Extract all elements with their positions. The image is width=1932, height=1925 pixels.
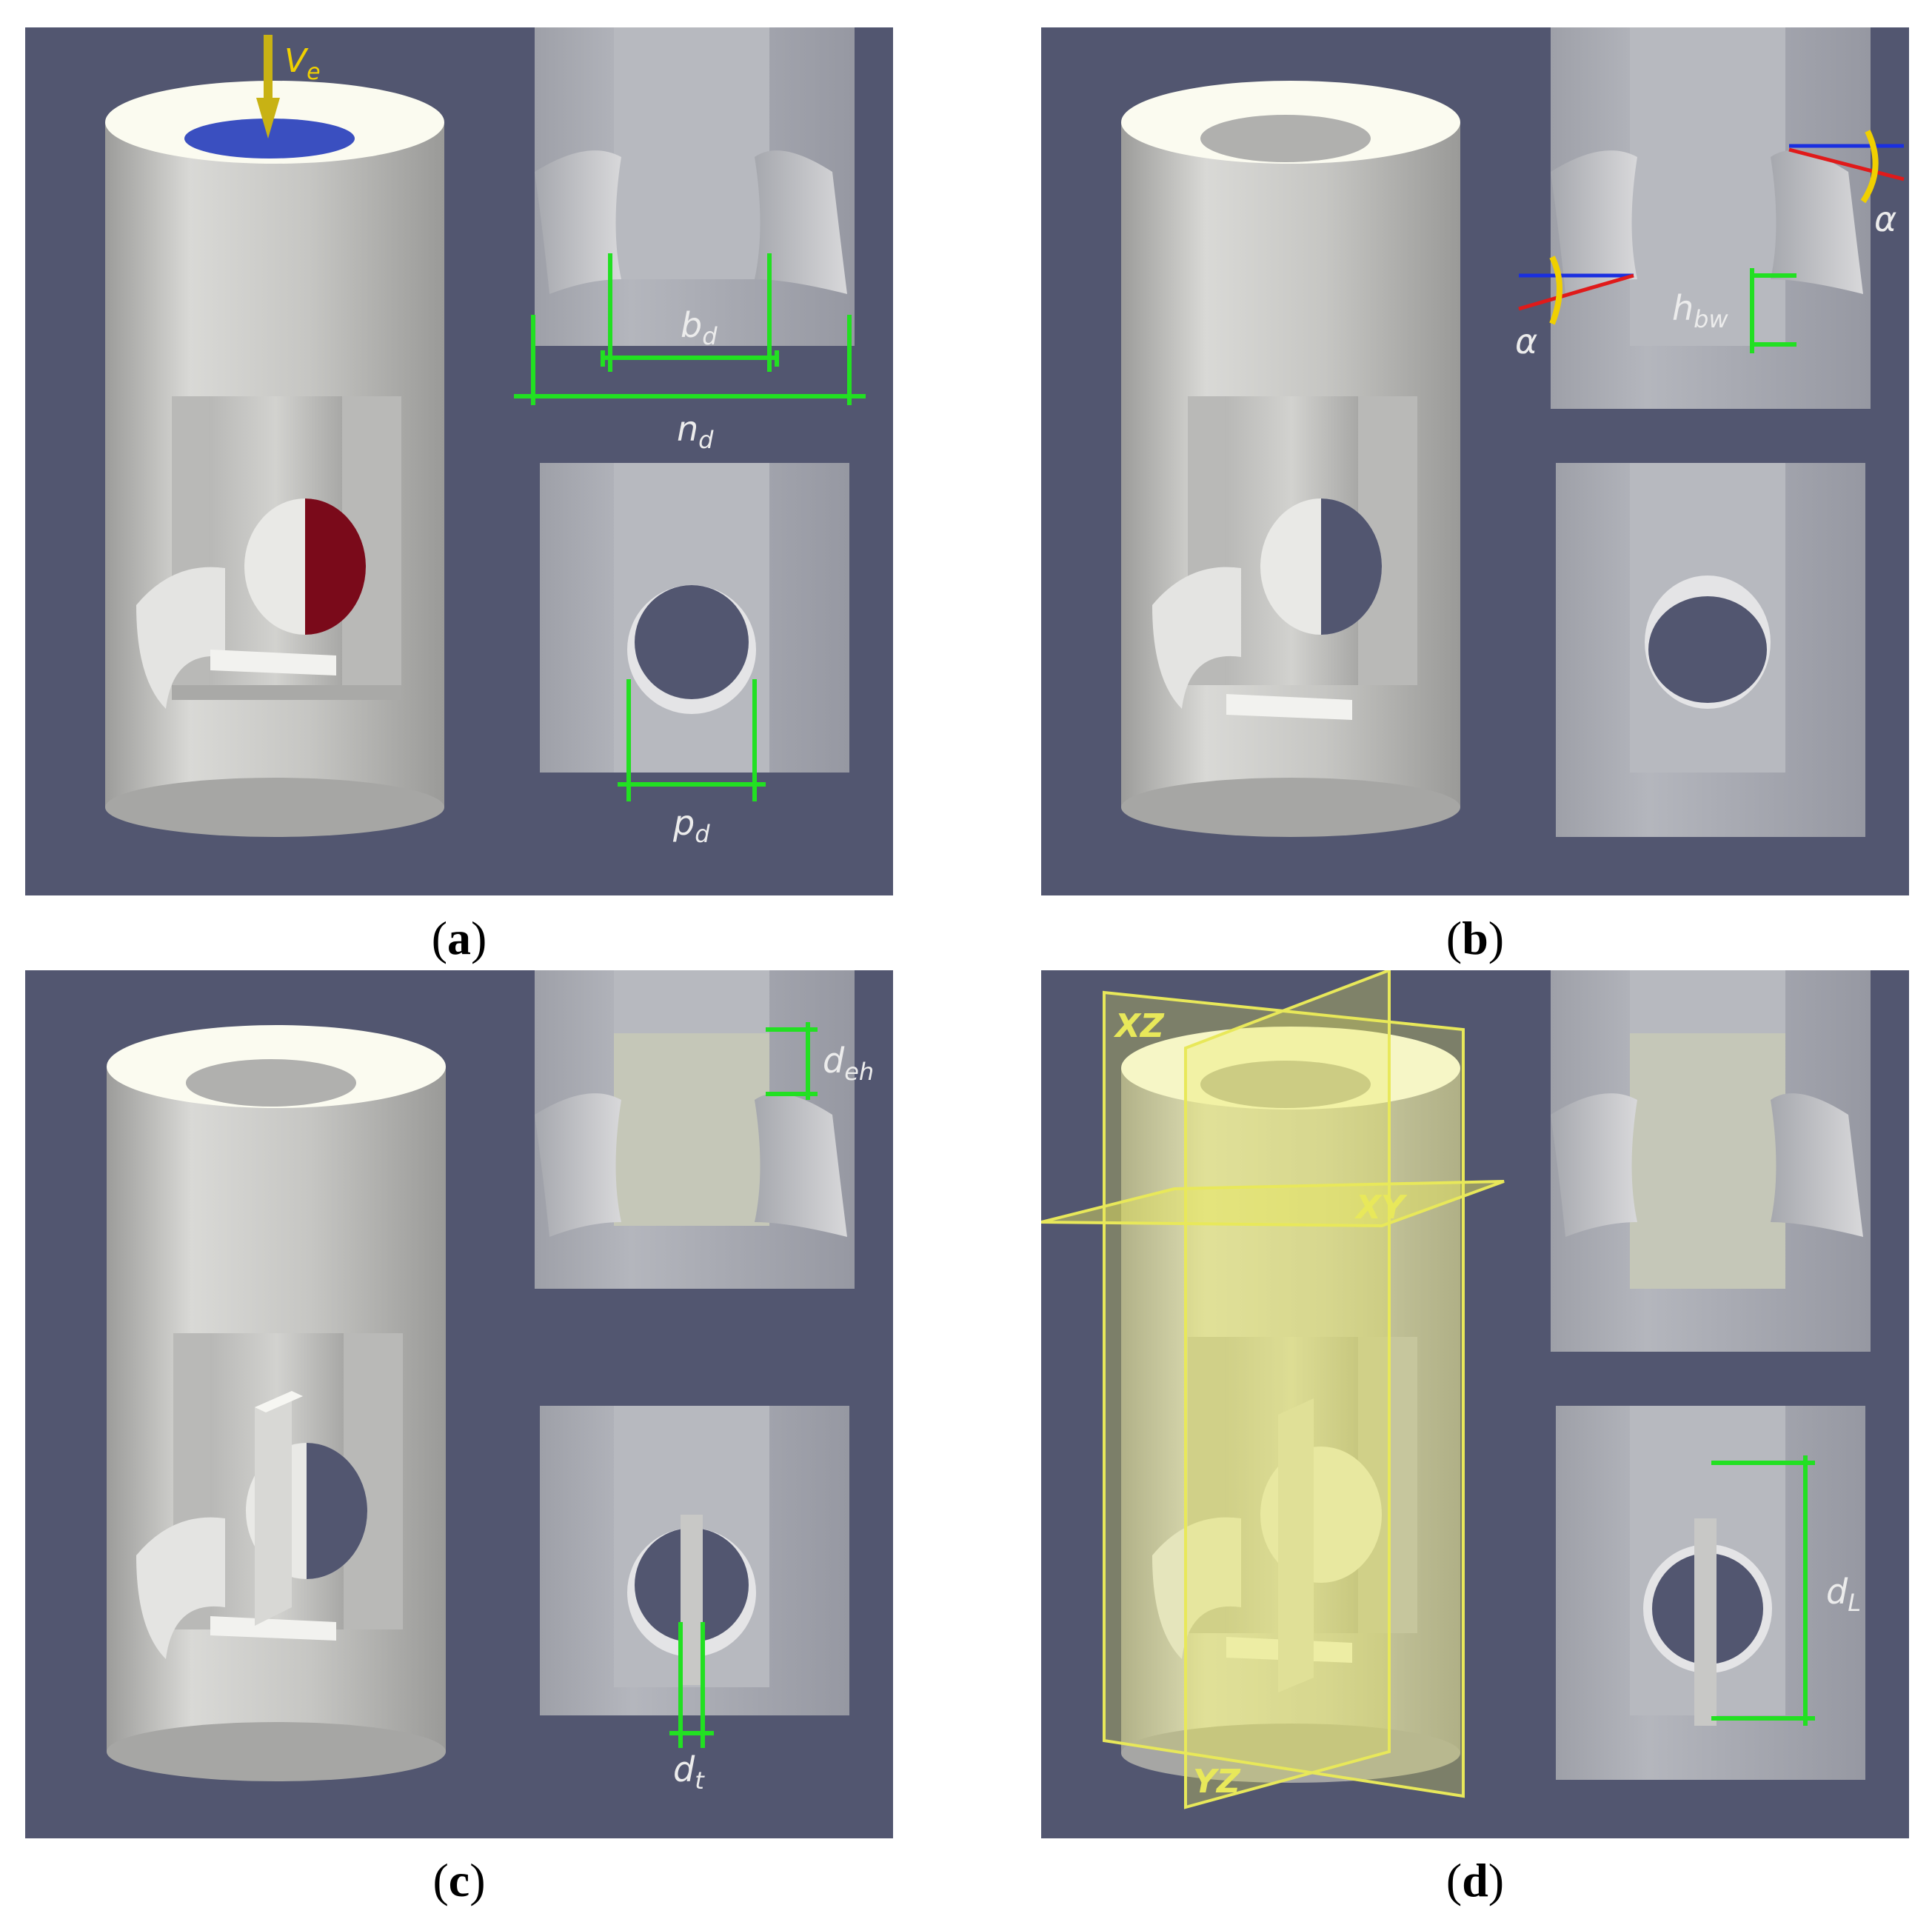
plane-xy bbox=[1041, 1180, 1505, 1228]
panel-a: Ve bd nd bbox=[25, 27, 893, 895]
dimension-dl bbox=[1711, 1455, 1815, 1726]
dimension-hbw bbox=[1750, 268, 1796, 353]
dimension-pd bbox=[618, 679, 766, 801]
dimension-bd bbox=[601, 253, 779, 372]
panel-c: deh dt bbox=[25, 970, 893, 1838]
panel-d: XZ XY YZ dL bbox=[1041, 970, 1909, 1838]
alpha-left-indicator bbox=[1518, 256, 1634, 325]
top-view-lower bbox=[540, 1406, 849, 1715]
cylinder-body bbox=[1121, 1068, 1460, 1783]
dimension-deh bbox=[766, 1022, 818, 1100]
panel-c-drawing: deh dt bbox=[107, 970, 874, 1795]
top-view-lower bbox=[540, 463, 849, 773]
hbw-label: hbw bbox=[1672, 288, 1728, 333]
caption-b: (b) bbox=[1445, 912, 1505, 964]
panel-a-drawing: Ve bd nd bbox=[105, 27, 866, 848]
top-view-upper bbox=[535, 27, 855, 346]
plane-yz-label: YZ bbox=[1193, 1763, 1241, 1801]
alpha-right-indicator bbox=[1788, 130, 1905, 204]
dimension-dt bbox=[669, 1622, 714, 1748]
velocity-label: Ve bbox=[284, 42, 321, 85]
dt-label: dt bbox=[673, 1749, 705, 1795]
dimension-nd bbox=[514, 315, 866, 405]
top-bore bbox=[1200, 1061, 1371, 1108]
cylinder-body bbox=[107, 1067, 446, 1781]
cylinder-body bbox=[1121, 122, 1460, 837]
top-bore bbox=[1200, 115, 1371, 162]
deh-label: deh bbox=[823, 1041, 874, 1086]
inlet-face bbox=[184, 119, 355, 159]
top-bore bbox=[186, 1059, 356, 1107]
plane-yz bbox=[1184, 970, 1391, 1809]
nd-label: nd bbox=[677, 409, 714, 454]
cylinder-body bbox=[105, 122, 444, 837]
panel-d-drawing: XZ XY YZ dL bbox=[1041, 970, 1871, 1809]
caption-c: (c) bbox=[432, 1854, 486, 1906]
velocity-arrow bbox=[256, 35, 280, 139]
alpha-right-label: α bbox=[1874, 199, 1896, 239]
plane-xz bbox=[1103, 990, 1465, 1798]
pd-label: pd bbox=[672, 803, 710, 848]
plane-xz-label: XZ bbox=[1113, 1007, 1165, 1045]
top-view-lower bbox=[1556, 1406, 1865, 1780]
top-view-upper bbox=[1551, 970, 1871, 1352]
plane-xy-label: XY bbox=[1354, 1189, 1408, 1227]
alpha-left-label: α bbox=[1515, 321, 1537, 361]
top-view-lower bbox=[1556, 463, 1865, 837]
bd-label: bd bbox=[681, 305, 718, 350]
top-view-upper bbox=[535, 970, 855, 1289]
dl-label: dL bbox=[1826, 1572, 1861, 1617]
caption-d: (d) bbox=[1445, 1854, 1505, 1906]
panel-b-drawing: α α hbw bbox=[1121, 27, 1905, 837]
panel-b: α α hbw bbox=[1041, 27, 1909, 895]
top-view-upper bbox=[1551, 27, 1871, 409]
caption-a: (a) bbox=[431, 912, 487, 964]
